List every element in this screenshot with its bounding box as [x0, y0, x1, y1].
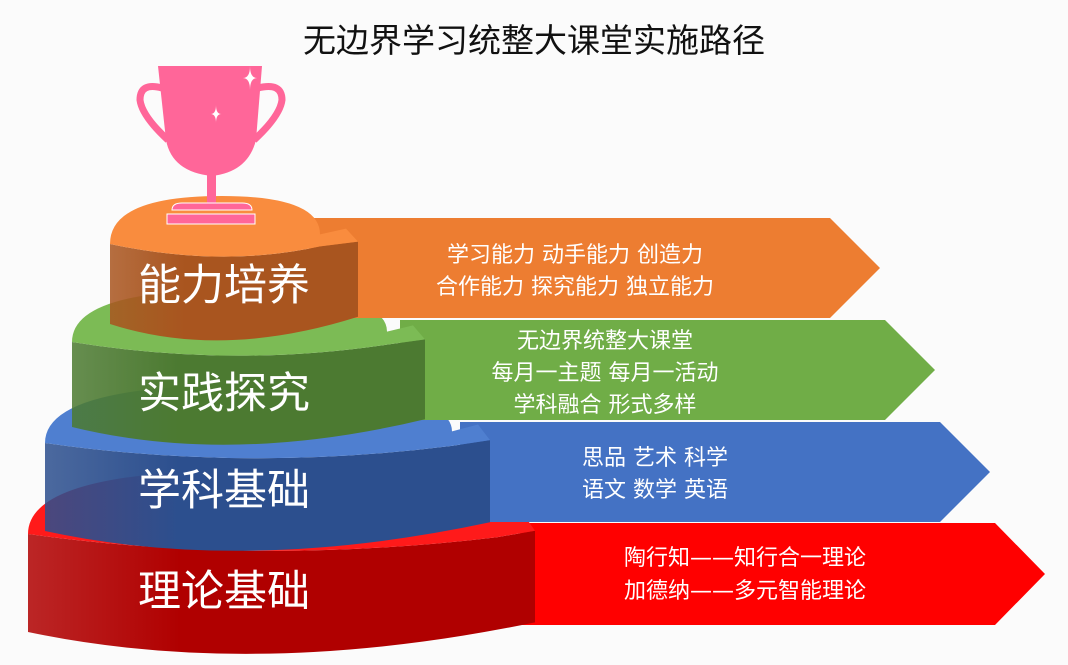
trophy-icon	[136, 66, 286, 225]
tier-label: 实践探究	[138, 369, 310, 419]
arrow-text-line: 每月一主题 每月一活动	[492, 361, 719, 386]
tier-top	[110, 196, 358, 257]
arrow-text-line: 合作能力 探究能力 独立能力	[436, 275, 714, 300]
tier-label: 学科基础	[138, 466, 310, 516]
arrow-band	[310, 218, 880, 318]
tier-side	[110, 241, 358, 341]
arrow-band	[400, 320, 935, 420]
arrow-text-line: 学科融合 形式多样	[514, 393, 697, 418]
arrow-text-line: 语文 数学 英语	[582, 478, 728, 503]
diagram-title: 无边界学习统整大课堂实施路径	[303, 21, 765, 60]
tier-label: 能力培养	[138, 261, 310, 311]
arrow-text-line: 加德纳——多元智能理论	[624, 579, 866, 604]
tier-side	[72, 339, 425, 445]
tier-label: 理论基础	[138, 567, 310, 617]
tier-side	[28, 530, 535, 654]
arrow-band	[520, 523, 1045, 625]
arrow-band	[460, 422, 990, 522]
arrow-text-line: 无边界统整大课堂	[517, 329, 693, 354]
tier-side	[45, 440, 490, 551]
arrow-text-line: 陶行知——知行合一理论	[624, 546, 866, 571]
arrow-text-line: 思品 艺术 科学	[582, 446, 728, 471]
arrow-text-line: 学习能力 动手能力 创造力	[447, 243, 703, 268]
